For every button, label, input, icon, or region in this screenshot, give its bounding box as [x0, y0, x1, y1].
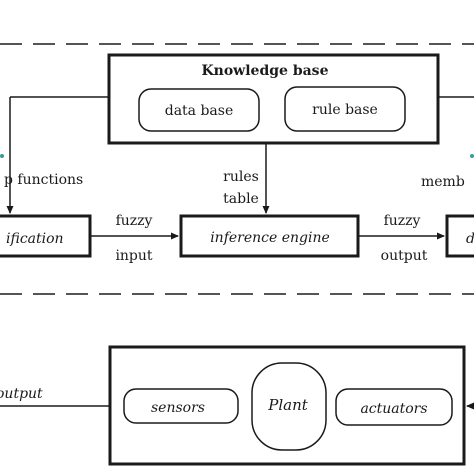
teal-dot-left	[0, 154, 4, 158]
actuators-label: actuators	[360, 401, 427, 417]
defuzzification-label: d	[466, 231, 474, 247]
fuzzy-input-label: fuzzy	[116, 213, 153, 229]
crisp-output-label: output	[0, 386, 43, 402]
rule-base-label: rule base	[312, 102, 378, 118]
plant-box	[251, 362, 327, 451]
sensors-label: sensors	[151, 400, 205, 416]
data-base-box	[138, 88, 260, 132]
output-label: output	[381, 248, 428, 264]
defuzzification-box	[445, 214, 474, 258]
rules-label: rules	[223, 169, 259, 185]
plant-label: Plant	[267, 396, 308, 414]
fuzzification-label: ification	[6, 231, 64, 247]
membership-functions-label-right: memb	[421, 174, 465, 190]
actuators-box	[335, 388, 453, 426]
inference-engine-label: inference engine	[210, 230, 330, 246]
fuzzy-output-label: fuzzy	[384, 213, 421, 229]
sensors-box	[123, 388, 239, 424]
data-base-label: data base	[165, 103, 234, 119]
knowledge-base-title: Knowledge base	[202, 63, 329, 79]
rule-base-box	[284, 86, 406, 132]
table-label: table	[223, 191, 259, 207]
input-label: input	[115, 248, 152, 264]
membership-functions-label-left: p functions	[4, 172, 83, 188]
teal-dot-right	[470, 154, 474, 158]
